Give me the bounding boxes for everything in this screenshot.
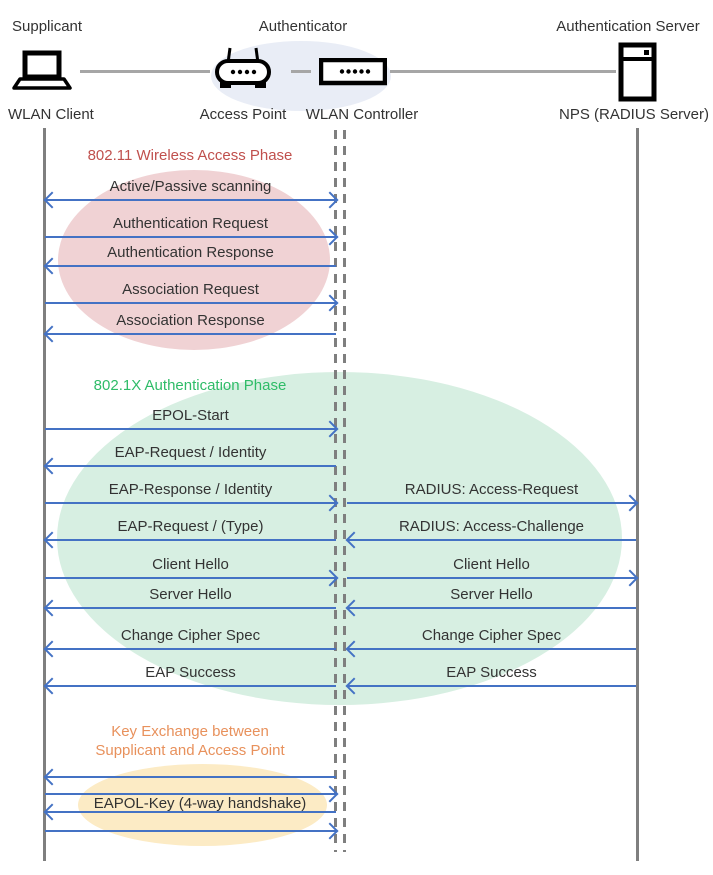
arrowhead-left-icon [43, 768, 61, 786]
message-arrow [45, 333, 336, 335]
phase-title-authentication: 802.1X Authentication Phase [93, 377, 287, 394]
message-arrow [45, 465, 336, 467]
server-icon [618, 42, 658, 107]
lifeline-radius-server [636, 128, 639, 861]
message-arrow [45, 577, 336, 579]
connector-line-ap-controller [291, 70, 311, 73]
message-label: RADIUS: Access-Request [404, 481, 579, 498]
message-arrow [347, 577, 636, 579]
message-arrow [45, 648, 336, 650]
message-arrow [45, 830, 336, 832]
role-label-authenticator: Authenticator [258, 18, 348, 35]
connector-line-controller-server [390, 70, 616, 73]
message-arrow [45, 539, 336, 541]
message-arrow [45, 811, 336, 813]
message-label: Active/Passive scanning [109, 178, 272, 195]
node-label-nps-radius: NPS (RADIUS Server) [558, 106, 710, 123]
message-label: EPOL-Start [152, 407, 229, 424]
message-arrow [347, 607, 636, 609]
message-label: Association Request [122, 281, 259, 298]
arrowhead-left-icon [43, 803, 61, 821]
connector-line-client-ap [80, 70, 210, 73]
access-point-icon [211, 45, 275, 98]
role-label-supplicant: Supplicant [12, 18, 83, 35]
message-label: Association Response [116, 312, 265, 329]
message-arrow [45, 236, 336, 238]
message-label: Authentication Request [112, 215, 269, 232]
message-label: Authentication Response [107, 244, 274, 261]
lifeline-wlan-client [43, 128, 46, 861]
node-label-access-point: Access Point [199, 106, 287, 123]
role-label-authentication-server: Authentication Server [556, 18, 700, 35]
message-label: EAP-Request / (Type) [117, 518, 264, 535]
message-label: Client Hello [453, 556, 530, 573]
message-arrow [45, 776, 336, 778]
message-arrow [45, 199, 336, 201]
message-arrow [347, 685, 636, 687]
phase-title-wireless-access: 802.11 Wireless Access Phase [87, 147, 293, 164]
message-arrow [45, 302, 336, 304]
phase-title-key-exchange-line1: Key Exchange between [111, 723, 269, 740]
message-label: EAP Success [145, 664, 236, 681]
message-label: EAP-Request / Identity [114, 444, 267, 461]
message-arrow [45, 265, 336, 267]
wlan-controller-icon [318, 57, 388, 91]
laptop-icon [12, 50, 72, 97]
node-label-wlan-client: WLAN Client [8, 106, 94, 123]
eapol-key-label: EAPOL-Key (4-way handshake) [93, 795, 307, 812]
message-label: Server Hello [149, 586, 232, 603]
phase-title-key-exchange-line2: Supplicant and Access Point [95, 742, 285, 759]
phase-title-key-exchange: Key Exchange between Supplicant and Acce… [50, 722, 330, 760]
message-label: Client Hello [152, 556, 229, 573]
message-arrow [45, 685, 336, 687]
message-label: Change Cipher Spec [421, 627, 562, 644]
message-label: Server Hello [450, 586, 533, 603]
message-arrow [45, 502, 336, 504]
message-label: EAP-Response / Identity [108, 481, 273, 498]
message-arrow [45, 793, 336, 795]
message-label: RADIUS: Access-Challenge [398, 518, 585, 535]
message-label: Change Cipher Spec [120, 627, 261, 644]
message-arrow [45, 428, 336, 430]
lifeline-dashed-left [334, 130, 337, 852]
message-arrow [347, 539, 636, 541]
message-label: EAP Success [446, 664, 537, 681]
node-label-wlan-controller: WLAN Controller [305, 106, 419, 123]
message-arrow [347, 502, 636, 504]
message-arrow [45, 607, 336, 609]
lifeline-dashed-right [343, 130, 346, 852]
message-arrow [347, 648, 636, 650]
